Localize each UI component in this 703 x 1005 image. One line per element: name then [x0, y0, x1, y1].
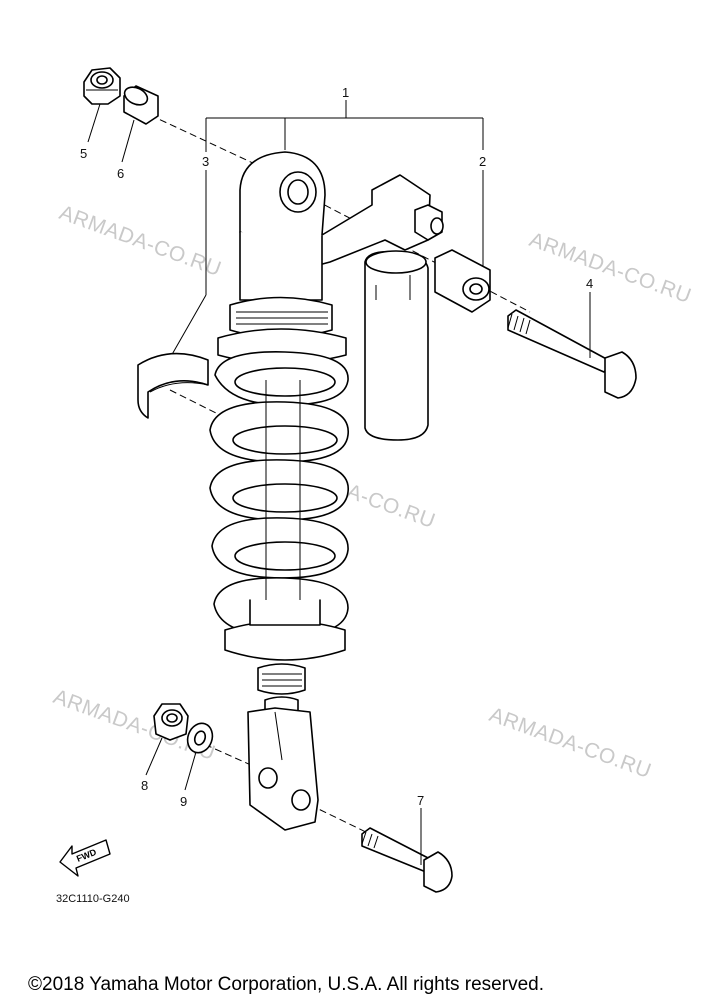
watermark-top-right: ARMADA-CO.RU — [526, 228, 694, 308]
part-3-spring-clip — [137, 352, 209, 419]
part-8-nut — [153, 703, 189, 741]
adjuster-nut — [414, 204, 444, 241]
copyright-notice: ©2018 Yamaha Motor Corporation, U.S.A. A… — [28, 974, 544, 995]
shock-reservoir — [364, 250, 429, 441]
watermark-top-left: ARMADA-CO.RU — [56, 201, 224, 281]
lower-adjuster — [257, 663, 306, 716]
watermark-bottom-right: ARMADA-CO.RU — [486, 703, 654, 783]
callout-7: 7 — [417, 793, 424, 808]
callout-6: 6 — [117, 166, 124, 181]
lower-clevis — [247, 707, 319, 831]
part-6-collar — [123, 85, 159, 125]
callout-labels: 1 2 3 4 5 6 7 8 9 — [80, 85, 593, 809]
part-4-bolt — [507, 309, 637, 399]
callout-5: 5 — [80, 146, 87, 161]
part-2-collar — [434, 249, 491, 313]
callout-2: 2 — [479, 154, 486, 169]
coil-spring — [209, 351, 349, 637]
lower-spring-seat — [224, 599, 346, 661]
part-7-bolt — [361, 827, 453, 893]
part-9-washer — [186, 722, 214, 754]
watermark-bottom-left: ARMADA-CO.RU — [50, 685, 218, 765]
callout-4: 4 — [586, 276, 593, 291]
callout-leaders — [87, 103, 591, 865]
callout-3: 3 — [202, 154, 209, 169]
fwd-arrow-icon: FWD — [59, 839, 111, 877]
callout-8: 8 — [141, 778, 148, 793]
diagram-code: 32C1110-G240 — [56, 893, 130, 905]
part-5-nut — [83, 67, 121, 105]
callout-9: 9 — [180, 794, 187, 809]
callout-bracket — [169, 100, 484, 359]
callout-1: 1 — [342, 85, 349, 100]
